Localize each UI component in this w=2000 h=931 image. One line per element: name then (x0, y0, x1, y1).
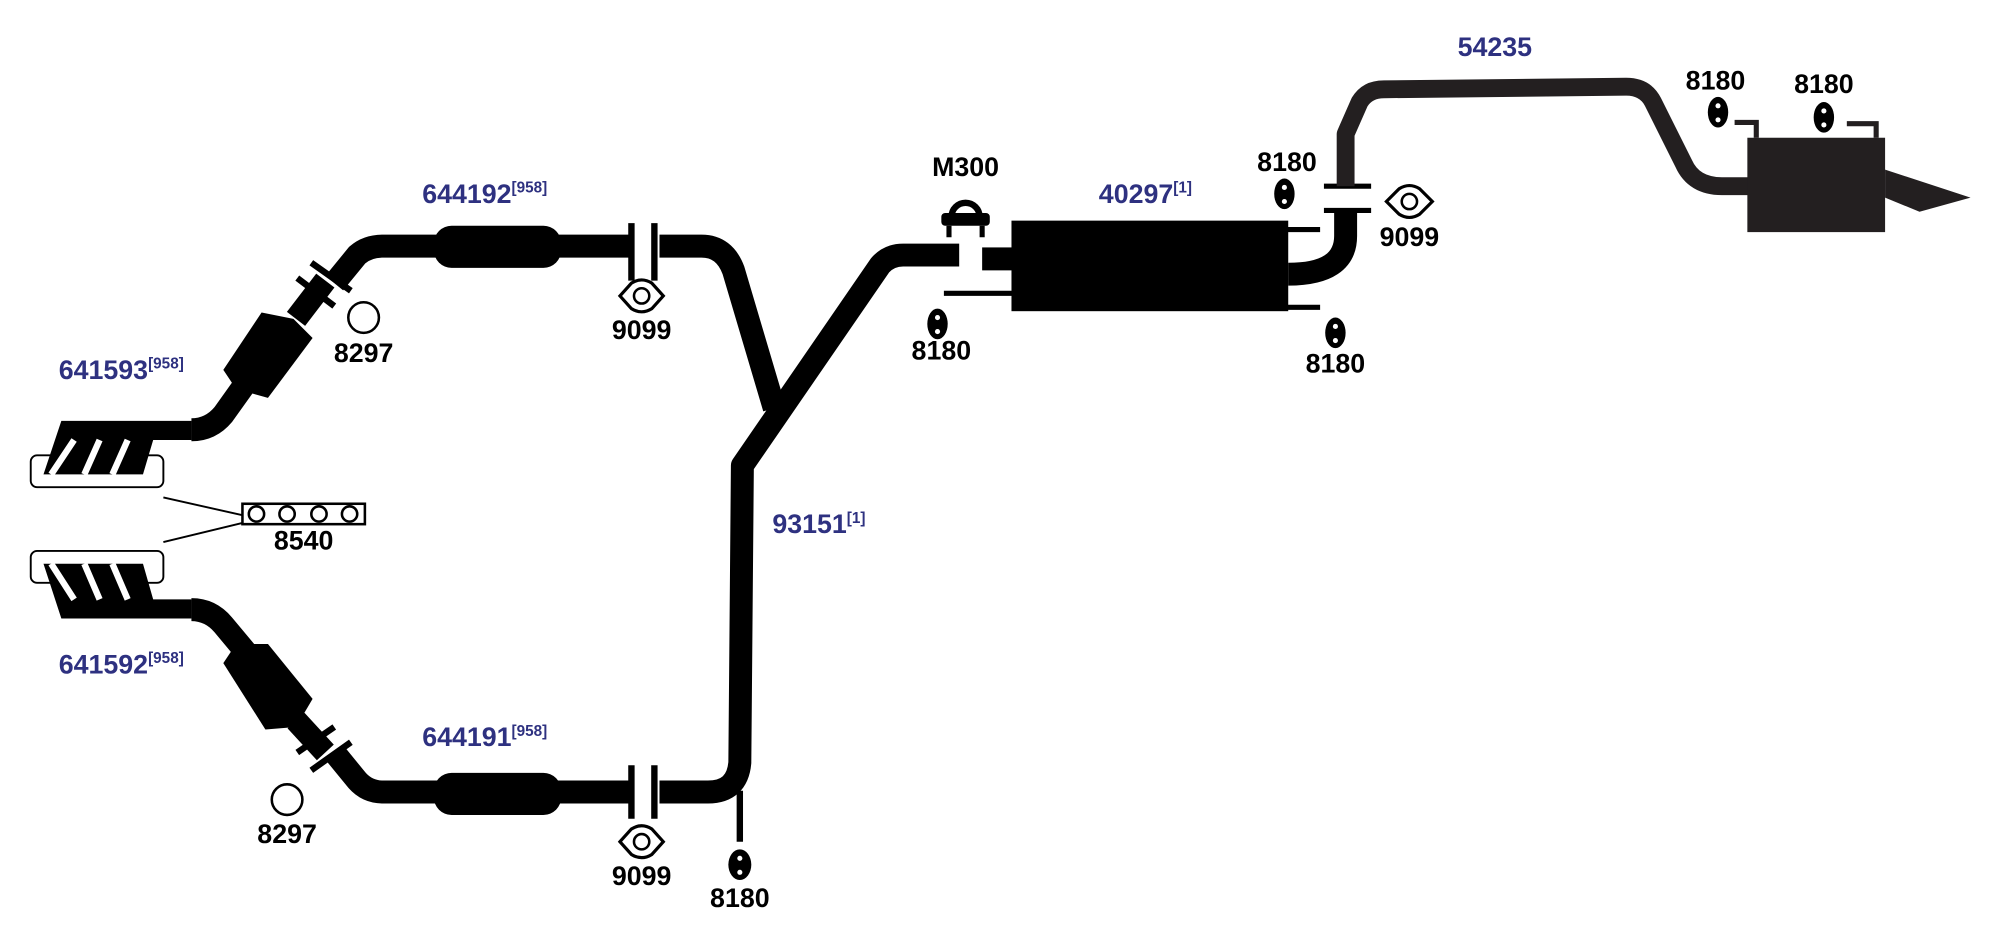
part-label-644192[interactable]: 644192[958] (422, 179, 547, 209)
hanger-icon (927, 308, 948, 340)
part-label-641592[interactable]: 641592[958] (59, 649, 184, 679)
flange-gasket-upper-icon (617, 278, 666, 314)
hanger-icon (1813, 102, 1835, 133)
clamp-label: M300 (932, 152, 999, 182)
ring-gasket-lower-label: 8297 (257, 819, 317, 849)
hanger-icon (1707, 96, 1729, 128)
part-label-54235[interactable]: 54235 (1458, 32, 1533, 62)
part-label-644191[interactable]: 644191[958] (422, 722, 547, 752)
hanger-label: 8180 (1257, 147, 1317, 177)
flange-gasket-rear-icon (1384, 183, 1435, 220)
flange-gasket-lower-label: 9099 (612, 861, 672, 891)
ring-gasket-upper-label: 8297 (334, 338, 394, 368)
hanger-label: 8180 (1306, 348, 1366, 378)
hanger-icon (1325, 317, 1346, 349)
muffler[interactable] (943, 183, 1372, 312)
y-pipe-upper[interactable] (325, 223, 786, 412)
manifold-gasket-label: 8540 (274, 526, 334, 556)
part-label-40297[interactable]: 40297[1] (1099, 179, 1192, 209)
hanger-icon (1274, 178, 1295, 210)
intermediate-pipe[interactable] (659, 243, 960, 804)
hanger-label: 8180 (1794, 69, 1854, 99)
hanger-label: 8180 (710, 883, 770, 913)
hanger-label: 8180 (1686, 65, 1746, 95)
hanger-icon (728, 849, 752, 880)
part-label-641593[interactable]: 641593[958] (59, 355, 184, 385)
flange-gasket-upper-label: 9099 (612, 315, 672, 345)
clamp-icon (941, 199, 990, 238)
manifold-lower[interactable] (29, 549, 353, 773)
flange-gasket-rear-label: 9099 (1380, 222, 1440, 252)
ring-gasket-lower-icon (270, 783, 304, 817)
flange-gasket-lower-icon (617, 824, 666, 860)
y-pipe-lower[interactable] (325, 745, 744, 842)
manifold-gasket-icon (163, 496, 367, 543)
hanger-label: 8180 (912, 336, 972, 366)
part-label-93151[interactable]: 93151[1] (772, 509, 865, 539)
ring-gasket-upper-icon (347, 300, 381, 335)
tail-pipe[interactable] (1336, 77, 1971, 233)
manifold-upper[interactable] (29, 260, 353, 489)
